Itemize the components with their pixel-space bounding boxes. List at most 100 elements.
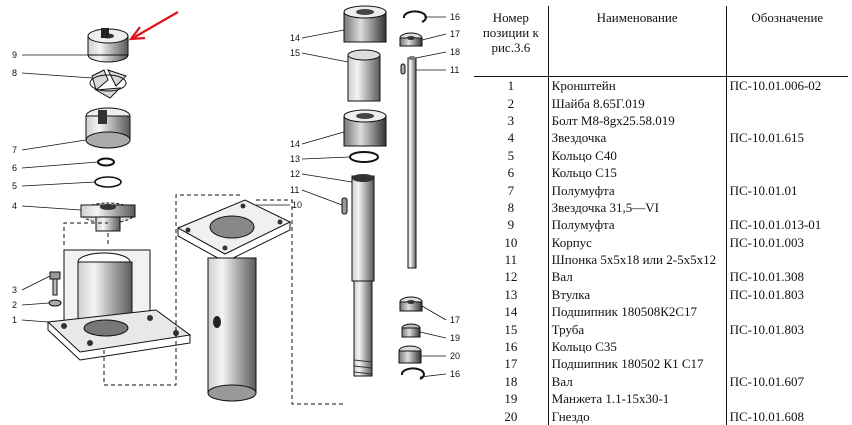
callout-18: 18 xyxy=(450,47,460,57)
row-name-cell: Полумуфта xyxy=(548,216,727,234)
callout-11: 11 xyxy=(290,185,299,195)
row-name-cell: Звездочка xyxy=(548,129,727,147)
row-name-cell: Вал xyxy=(548,372,727,391)
row-position-cell: 14 xyxy=(474,303,549,321)
tube-housing xyxy=(176,199,292,402)
small-ring xyxy=(97,157,115,167)
callout-17b: 17 xyxy=(450,315,460,325)
small-bearing-bottom xyxy=(399,296,423,312)
callouts-left: 9 8 7 6 5 4 3 2 1 xyxy=(12,50,99,325)
row-position-cell: 11 xyxy=(474,250,549,269)
row-designation-cell xyxy=(726,355,848,372)
bolt xyxy=(49,271,61,296)
callout-14b: 14 xyxy=(290,139,300,149)
callout-4: 4 xyxy=(12,201,17,211)
bearing-top xyxy=(343,5,387,43)
row-position-cell: 20 xyxy=(474,407,549,425)
callouts-right: 16 17 18 11 17 19 20 16 xyxy=(415,12,460,379)
circlip-top xyxy=(402,10,427,23)
main-shaft xyxy=(351,174,375,377)
row-designation-cell: ПС-10.01.803 xyxy=(729,321,804,337)
row-designation-cell xyxy=(726,390,848,407)
column-header-designation: Обозначение xyxy=(726,6,848,77)
header-position-line3: рис.3.6 xyxy=(491,40,531,55)
row-designation-cell xyxy=(726,303,848,320)
row-position-cell: 12 xyxy=(474,268,549,286)
row-position-cell: 13 xyxy=(474,285,549,304)
bearing-lower xyxy=(343,109,387,147)
row-position-cell: 2 xyxy=(474,94,549,112)
callout-14a: 14 xyxy=(290,33,300,43)
row-name-cell: Кольцо С40 xyxy=(548,146,727,164)
row-designation-cell: ПС-10.01.607 xyxy=(729,373,804,389)
exploded-assembly-drawing: 9 8 7 6 5 4 3 2 1 14 15 14 13 12 11 10 1… xyxy=(12,5,460,405)
row-position-cell: 9 xyxy=(474,216,549,234)
key xyxy=(341,197,348,215)
row-name-cell: Кольцо С15 xyxy=(548,163,727,182)
callout-15: 15 xyxy=(290,48,300,58)
row-name-cell: Шпонка 5х5х18 или 2-5х5х12 xyxy=(548,250,727,269)
table-header-row: Номер позиции к рис.3.6 Наименование Обо… xyxy=(474,6,848,77)
callout-7: 7 xyxy=(12,145,17,155)
row-name-cell: Подшипник 180502 К1 С17 xyxy=(548,355,727,373)
parts-table: Номер позиции к рис.3.6 Наименование Обо… xyxy=(474,6,848,425)
callout-3: 3 xyxy=(12,285,17,295)
row-designation-cell: ПС-10.01.01 xyxy=(729,182,798,198)
row-name-cell: Кронштейн xyxy=(548,76,727,95)
row-name-cell: Звездочка 31,5—VI xyxy=(548,198,727,217)
header-position-line2: позиции к xyxy=(482,25,539,40)
row-designation-cell: ПС-10.01.006-02 xyxy=(729,78,822,94)
pipe xyxy=(347,49,381,102)
row-position-cell: 16 xyxy=(474,337,549,356)
callout-17a: 17 xyxy=(450,29,460,39)
row-position-cell: 8 xyxy=(474,198,549,217)
column-header-position: Номер позиции к рис.3.6 xyxy=(474,6,549,77)
row-position-cell: 10 xyxy=(474,233,549,251)
header-position-line1: Номер xyxy=(492,10,529,25)
row-designation-cell xyxy=(726,199,848,216)
row-name-cell: Труба xyxy=(548,320,727,338)
callout-20: 20 xyxy=(450,351,460,361)
row-name-cell: Кольцо С35 xyxy=(548,337,727,356)
row-designation-cell xyxy=(726,147,848,164)
row-name-cell: Корпус xyxy=(548,233,727,251)
row-designation-cell xyxy=(726,338,848,355)
callout-11b: 11 xyxy=(450,65,459,75)
small-key xyxy=(400,63,406,75)
callout-10: 10 xyxy=(292,200,302,210)
callout-5: 5 xyxy=(12,181,17,191)
row-position-cell: 19 xyxy=(474,390,549,408)
sprocket xyxy=(80,202,136,232)
callout-12: 12 xyxy=(290,169,300,179)
column-header-name: Наименование xyxy=(548,6,727,77)
row-designation-cell: ПС-10.01.615 xyxy=(729,130,804,146)
row-name-cell: Манжета 1.1-15х30-1 xyxy=(548,390,727,408)
row-position-cell: 5 xyxy=(474,146,549,164)
bushing-ring xyxy=(349,151,379,163)
callout-13: 13 xyxy=(290,154,300,164)
row-name-cell: Гнездо xyxy=(548,407,727,425)
callout-16a: 16 xyxy=(450,12,460,22)
row-position-cell: 17 xyxy=(474,355,549,373)
callout-8: 8 xyxy=(12,68,17,78)
row-position-cell: 1 xyxy=(474,76,549,95)
row-name-cell: Втулка xyxy=(548,285,727,304)
row-designation-cell xyxy=(726,112,848,129)
star-spacer xyxy=(89,69,127,99)
row-name-cell: Болт М8-8gх25.58.019 xyxy=(548,111,727,130)
